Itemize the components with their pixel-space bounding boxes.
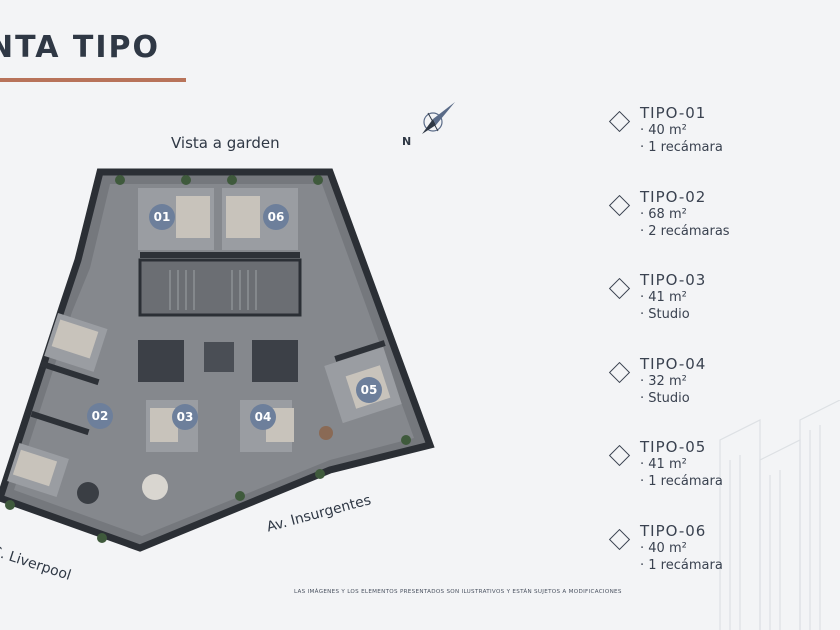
legend-area: · 32 m² xyxy=(640,373,687,389)
diamond-icon xyxy=(608,110,631,133)
unit-type-legend: TIPO-01 · 40 m² · 1 recámara TIPO-02 · 6… xyxy=(608,104,838,605)
legend-type-name: TIPO-02 xyxy=(640,187,707,206)
legend-rooms: · 1 recámara xyxy=(640,474,723,489)
legend-rooms: · 1 recámara xyxy=(640,557,723,573)
legend-area: · 41 m² xyxy=(640,290,687,305)
stair-core xyxy=(138,258,302,317)
core-right xyxy=(252,340,298,382)
unit-badge-06: 06 xyxy=(263,204,289,230)
diamond-icon xyxy=(608,361,631,383)
legend-item-tipo-03: TIPO-03 · 41 m² · Studio xyxy=(608,271,838,355)
core-mid xyxy=(204,342,234,372)
unit-badge-04: 04 xyxy=(250,404,276,430)
compass-north-label: N xyxy=(402,135,412,148)
legend-area: · 41 m² xyxy=(640,457,687,472)
street-label-garden: Vista a garden xyxy=(171,134,280,152)
legend-type-name: TIPO-06 xyxy=(640,521,707,540)
legend-rooms: · 1 recámara xyxy=(640,140,723,155)
bed-01 xyxy=(176,196,210,238)
building-outline-graphic xyxy=(719,400,840,630)
legend-type-name: TIPO-04 xyxy=(640,354,707,373)
legend-type-name: TIPO-05 xyxy=(640,438,707,456)
title-underline xyxy=(0,78,186,82)
legend-area: · 68 m² xyxy=(640,206,687,222)
core-left xyxy=(138,340,184,382)
legend-item-tipo-04: TIPO-04 · 32 m² · Studio xyxy=(608,355,838,439)
diamond-icon xyxy=(608,444,631,467)
diamond-icon xyxy=(608,194,631,216)
compass-icon xyxy=(422,102,455,134)
legend-area: · 40 m² xyxy=(640,123,687,138)
round-table-2 xyxy=(77,482,99,504)
legend-rooms: · Studio xyxy=(640,390,690,406)
bed-02b xyxy=(12,449,58,487)
disclaimer-text: LAS IMÁGENES Y LOS ELEMENTOS PRESENTADOS… xyxy=(294,589,622,595)
legend-rooms: · Studio xyxy=(640,307,690,322)
legend-item-tipo-01: TIPO-01 · 40 m² · 1 recámara xyxy=(608,104,838,188)
unit-badge-01: 01 xyxy=(149,204,175,230)
bed-02a xyxy=(51,319,99,359)
legend-item-tipo-05: TIPO-05 · 41 m² · 1 recámara xyxy=(608,438,838,522)
round-table-3 xyxy=(319,426,333,440)
diamond-icon xyxy=(608,277,631,300)
bed-06 xyxy=(226,196,260,238)
legend-type-name: TIPO-01 xyxy=(640,104,707,122)
legend-rooms: · 2 recámaras xyxy=(640,223,730,239)
diamond-icon xyxy=(608,528,631,550)
floor-plan xyxy=(0,168,435,552)
legend-type-name: TIPO-03 xyxy=(640,271,707,289)
legend-item-tipo-02: TIPO-02 · 68 m² · 2 recámaras xyxy=(608,188,838,272)
unit-badge-05: 05 xyxy=(356,377,382,403)
page-title: NTA TIPO xyxy=(0,30,161,65)
round-table xyxy=(142,474,168,500)
unit-badge-03: 03 xyxy=(172,404,198,430)
legend-area: · 40 m² xyxy=(640,540,687,556)
legend-item-tipo-06: TIPO-06 · 40 m² · 1 recámara xyxy=(608,522,838,606)
unit-badge-02: 02 xyxy=(87,403,113,429)
